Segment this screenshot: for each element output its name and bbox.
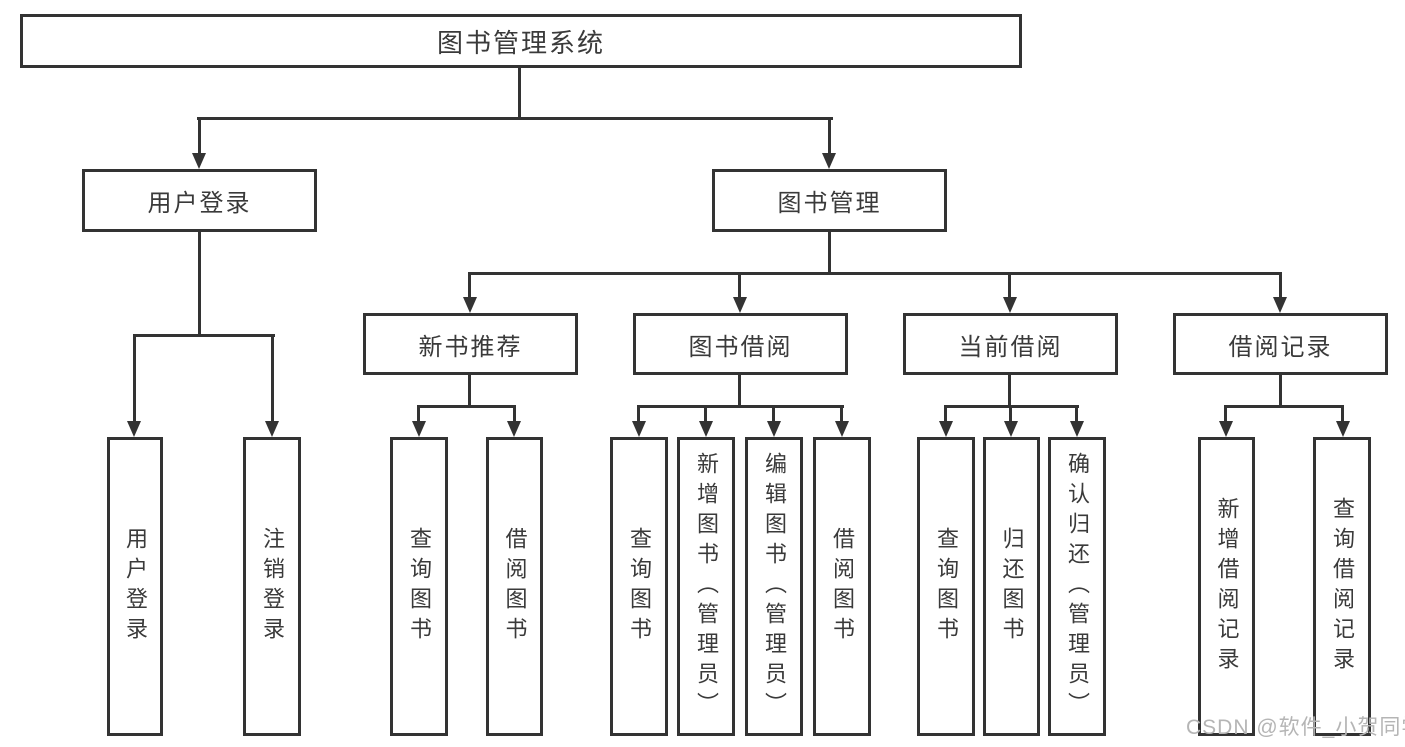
connector-line [1341,405,1344,423]
connector-line [828,232,831,274]
arrow-down-icon [822,153,836,169]
node-user-login-branch: 用户登录 [82,169,317,232]
connector-line [738,272,741,299]
node-new-book-recommend: 新书推荐 [363,313,578,375]
leaf-query-borrow-record: 查询借阅记录 [1313,437,1371,736]
connector-line [417,405,516,408]
connector-line [518,68,521,118]
leaf-confirm-return-admin: 确认归还（管理员） [1048,437,1106,736]
connector-line [198,117,201,155]
leaf-query-books-3: 查询图书 [917,437,975,736]
connector-line [197,117,833,120]
connector-line [468,375,471,407]
connector-line [1279,272,1282,299]
watermark: CSDN @软件_小贺同学 [1186,716,1405,739]
arrow-down-icon [733,297,747,313]
connector-line [468,272,1282,275]
arrow-down-icon [632,421,646,437]
node-system-root: 图书管理系统 [20,14,1022,68]
arrow-down-icon [1273,297,1287,313]
arrow-down-icon [835,421,849,437]
connector-line [468,272,471,299]
connector-line [1008,272,1011,299]
leaf-user-login: 用户登录 [107,437,163,736]
connector-line [772,405,775,423]
leaf-borrow-books-2: 借阅图书 [813,437,871,736]
connector-line [738,375,741,407]
node-book-borrowing: 图书借阅 [633,313,848,375]
leaf-logout: 注销登录 [243,437,301,736]
arrow-down-icon [1003,297,1017,313]
connector-line [513,405,516,423]
connector-line [637,405,844,408]
arrow-down-icon [1070,421,1084,437]
leaf-add-borrow-record: 新增借阅记录 [1198,437,1255,736]
connector-line [828,117,831,155]
arrow-down-icon [939,421,953,437]
leaf-add-book-admin: 新增图书（管理员） [677,437,735,736]
connector-line [133,334,136,423]
arrow-down-icon [507,421,521,437]
connector-line [1008,375,1011,407]
arrow-down-icon [265,421,279,437]
connector-line [1279,375,1282,407]
leaf-borrow-books-1: 借阅图书 [486,437,543,736]
connector-line [704,405,707,423]
arrow-down-icon [767,421,781,437]
node-borrowing-records: 借阅记录 [1173,313,1388,375]
connector-line [944,405,947,423]
leaf-edit-book-admin: 编辑图书（管理员） [745,437,803,736]
leaf-return-books: 归还图书 [983,437,1040,736]
connector-line [1224,405,1227,423]
leaf-query-books-2: 查询图书 [610,437,668,736]
connector-line [417,405,420,423]
connector-line [271,334,274,423]
arrow-down-icon [463,297,477,313]
connector-line [1009,405,1012,423]
connector-line [198,232,201,337]
arrow-down-icon [1004,421,1018,437]
leaf-query-books-1: 查询图书 [390,437,448,736]
connector-line [1075,405,1078,423]
arrow-down-icon [1336,421,1350,437]
arrow-down-icon [699,421,713,437]
connector-line [840,405,843,423]
connector-line [133,334,275,337]
arrow-down-icon [412,421,426,437]
connector-line [1224,405,1344,408]
connector-line [637,405,640,423]
node-book-management-branch: 图书管理 [712,169,947,232]
arrow-down-icon [1219,421,1233,437]
arrow-down-icon [192,153,206,169]
arrow-down-icon [127,421,141,437]
node-current-borrowing: 当前借阅 [903,313,1118,375]
